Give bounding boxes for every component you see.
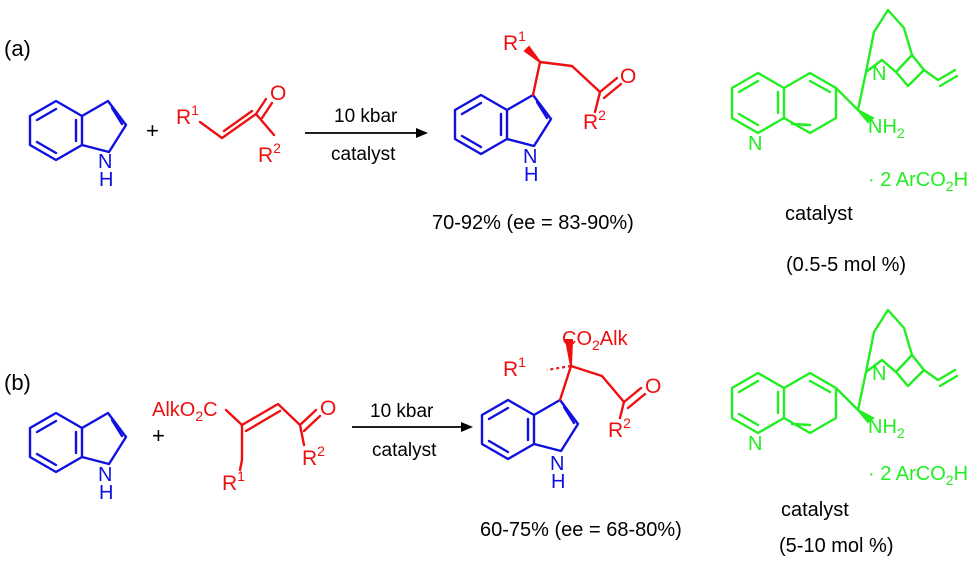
svg-text:O: O [620,65,636,88]
panel-b-product-co2alk: CO [562,328,592,350]
panel-b-conditions-bottom: catalyst [372,440,437,461]
svg-text:N: N [523,146,537,168]
panel-b-arrow: 10 kbar catalyst [352,401,473,461]
panel-b-indole: N H [28,411,128,504]
panel-a-enone-o: O [270,82,286,105]
svg-text:R1: R1 [503,28,526,55]
panel-a-enone: R1 O R2 [176,82,286,167]
panel-a-catalyst-loading: (0.5-5 mol %) [786,254,906,276]
svg-text:N: N [748,433,762,455]
panel-b-label: (b) [4,370,31,395]
panel-a-catalyst: N NH2 N · 2 ArCO2H [730,8,968,194]
panel-a-enone-r2: R [258,144,273,167]
panel-a-indole: N H [28,99,128,191]
svg-text:N: N [872,63,886,85]
panel-a-arrow: 10 kbar catalyst [305,106,428,165]
panel-b-plus: + [152,423,165,448]
svg-text:R2: R2 [302,443,325,470]
svg-text:O: O [320,397,336,420]
svg-text:R2: R2 [608,415,631,442]
svg-text:N: N [98,464,112,486]
svg-text:O: O [645,375,661,398]
panel-b-product: N H CO2Alk R1 O R2 [480,328,661,493]
svg-text:· 2 ArCO2H: · 2 ArCO2H [868,169,968,194]
svg-text:H: H [99,482,113,504]
svg-text:N: N [872,363,886,385]
panel-a-indole-n: N [98,151,112,173]
svg-text:N: N [550,453,564,475]
panel-a-catalyst-name: catalyst [785,203,853,225]
svg-text:R1: R1 [503,354,526,381]
panel-b-yield: 60-75% (ee = 68-80%) [480,519,682,541]
panel-b-conditions-top: 10 kbar [370,401,434,422]
svg-text:R1: R1 [176,102,199,129]
svg-text:R1: R1 [222,468,245,495]
panel-b-ester-left: AlkO [152,399,195,421]
svg-text:NH2: NH2 [868,416,905,441]
panel-b-catalyst-name: catalyst [781,499,849,521]
svg-text:NH2: NH2 [868,116,905,141]
panel-a-conditions-bottom: catalyst [331,144,396,165]
svg-text:· 2 ArCO2H: · 2 ArCO2H [868,463,968,488]
panel-b-enone: AlkO2C O R2 R1 [152,397,336,495]
panel-a-enone-r1: R [176,106,191,129]
panel-a-product: N H R1 O R2 [453,28,636,186]
panel-b-catalyst-loading: (5-10 mol %) [779,535,893,557]
svg-text:H: H [551,471,565,493]
panel-a-yield: 70-92% (ee = 83-90%) [432,212,634,234]
svg-text:AlkO2C: AlkO2C [152,399,218,424]
panel-b-catalyst: N NH2 N · 2 ArCO2H [730,308,968,488]
panel-a-plus: + [146,118,159,143]
svg-text:CO2Alk: CO2Alk [562,328,629,353]
svg-text:R2: R2 [258,140,281,167]
panel-a-label: (a) [4,36,31,61]
panel-a-indole-h: H [99,169,113,191]
svg-text:R2: R2 [583,107,606,134]
svg-text:H: H [524,164,538,186]
svg-text:N: N [748,133,762,155]
panel-a-conditions-top: 10 kbar [334,106,398,127]
